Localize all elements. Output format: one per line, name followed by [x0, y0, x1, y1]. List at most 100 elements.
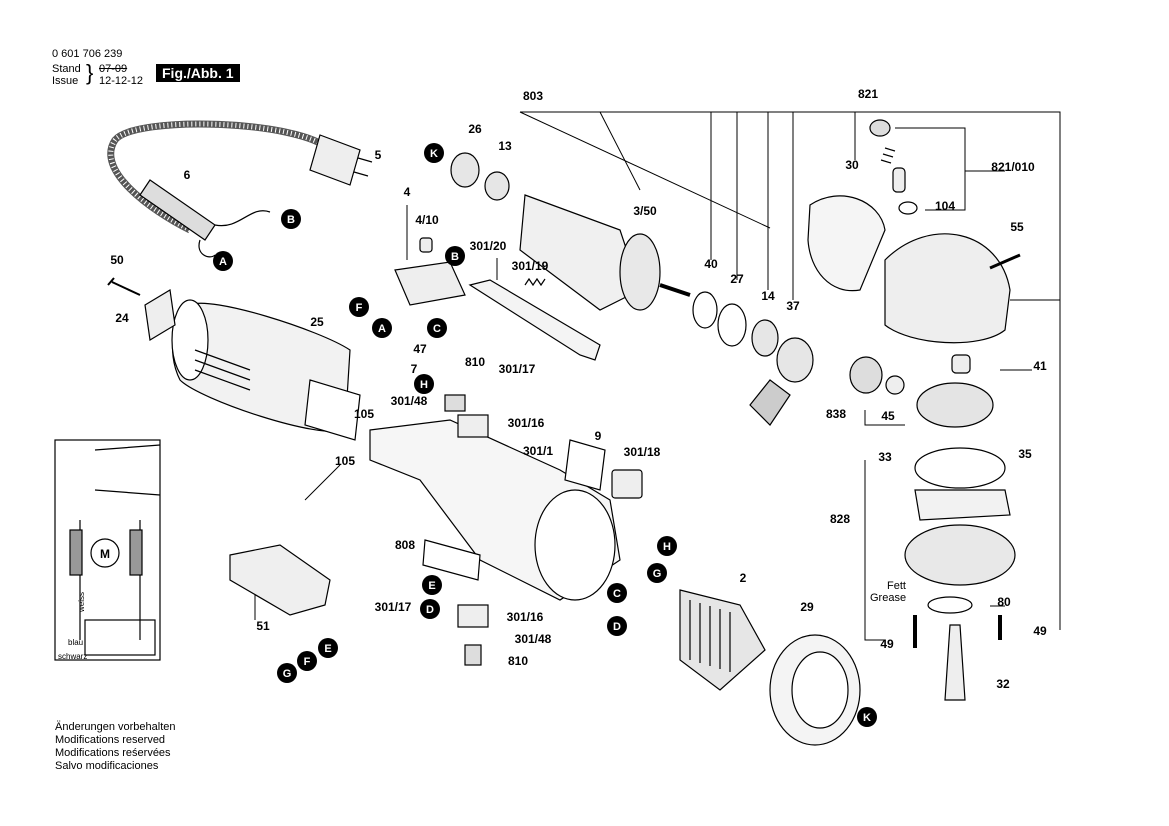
connector-circle — [857, 707, 877, 727]
screw-50 — [107, 277, 141, 296]
stand-label: Stand — [52, 63, 81, 75]
connector-circle — [647, 563, 667, 583]
connector-letter: K — [430, 148, 438, 160]
label-808 — [422, 539, 481, 581]
brush-holder — [749, 379, 791, 426]
brush-810b — [464, 644, 482, 666]
connector-circle — [277, 663, 297, 683]
connector-C1: C — [427, 318, 447, 338]
connector-circle — [213, 251, 233, 271]
connector-circle — [427, 318, 447, 338]
label-105 — [304, 379, 361, 441]
part-label-p37: 37 — [786, 299, 800, 313]
screw-4-10 — [419, 237, 433, 253]
part-label-p30120: 301/20 — [470, 239, 507, 253]
connector-letter: C — [433, 323, 441, 335]
connector-circle — [607, 616, 627, 636]
armature — [519, 194, 641, 311]
connector-E2: E — [318, 638, 338, 658]
bearing-37 — [776, 337, 814, 383]
part-label-p30119: 301/19 — [512, 259, 549, 273]
part-label-p40: 40 — [704, 257, 718, 271]
connector-B1: B — [281, 209, 301, 229]
part-label-p30116a: 301/16 — [508, 416, 545, 430]
connector-letter: B — [451, 251, 459, 263]
part-label-p29: 29 — [800, 600, 814, 614]
part-label-p47: 47 — [413, 342, 427, 356]
part-label-p30148a: 301/48 — [391, 394, 428, 408]
field-coil-2 — [679, 589, 766, 691]
note-line: Änderungen vorbehalten — [55, 721, 176, 733]
connector-B2: B — [445, 246, 465, 266]
connector-circle — [424, 143, 444, 163]
bracket-glyph: } — [86, 60, 94, 85]
connector-circle — [420, 599, 440, 619]
issue-label: Issue — [52, 75, 79, 87]
connector-letter: A — [219, 256, 227, 268]
part-label-p105a: 105 — [354, 407, 374, 421]
connector-E1: E — [422, 575, 442, 595]
part-label-p49b: 49 — [1033, 624, 1047, 638]
connector-C2: C — [607, 583, 627, 603]
note-line: Salvo modificaciones — [55, 760, 159, 772]
notes-block: Änderungen vorbehalten Modifications res… — [55, 721, 175, 773]
part-label-p30117b: 301/17 — [375, 600, 412, 614]
ring-27 — [717, 303, 747, 347]
part-label-p41: 41 — [1033, 359, 1047, 373]
part-label-p49a: 49 — [880, 637, 894, 651]
connector-letter: K — [863, 712, 871, 724]
bevel-gear — [916, 382, 994, 428]
bearing-13 — [484, 171, 510, 201]
cover-30 — [807, 195, 886, 292]
part-label-p33: 33 — [878, 450, 892, 464]
issue-value: 12-12-12 — [99, 75, 144, 87]
motor-symbol: M — [100, 547, 110, 561]
part-label-p810b: 810 — [508, 654, 528, 668]
connector-F2: F — [297, 651, 317, 671]
part-label-p105b: 105 — [335, 454, 355, 468]
connector-circle — [318, 638, 338, 658]
part-label-p5: 5 — [375, 148, 382, 162]
figure-title: Fig./Abb. 1 — [156, 64, 240, 82]
part-label-p45: 45 — [881, 409, 895, 423]
connector-circle — [372, 318, 392, 338]
connector-circle — [607, 583, 627, 603]
connector-letter: F — [356, 302, 363, 314]
connector-letter: F — [304, 656, 311, 668]
part-label-p821010: 821/010 — [991, 160, 1035, 174]
part-label-p30118: 301/18 — [624, 445, 661, 459]
ring-104 — [898, 201, 918, 215]
wire-label-weiss: weiss — [77, 592, 86, 613]
connector-letter: G — [283, 668, 292, 680]
switch-rod — [468, 279, 601, 361]
part-label-p838: 838 — [826, 407, 846, 421]
bearing-26 — [450, 152, 480, 188]
connector-circle — [281, 209, 301, 229]
connector-letter: D — [613, 621, 621, 633]
part-label-p13: 13 — [498, 139, 512, 153]
flange-35 — [914, 489, 1011, 521]
cap-821 — [869, 119, 891, 137]
connector-letter: H — [420, 379, 428, 391]
part-label-p30: 30 — [845, 158, 859, 172]
part-label-p25: 25 — [310, 315, 324, 329]
connector-A1: A — [213, 251, 233, 271]
connector-letter: E — [324, 643, 331, 655]
wire-label-blau: blau — [68, 638, 83, 647]
connector-G2: G — [277, 663, 297, 683]
part-label-p30148b: 301/48 — [515, 632, 552, 646]
part-label-p50: 50 — [110, 253, 124, 267]
part-label-p104: 104 — [935, 199, 955, 213]
connector-K2: K — [857, 707, 877, 727]
spring-301-19 — [524, 277, 546, 287]
part-label-p350: 3/50 — [633, 204, 657, 218]
connector-circle — [657, 536, 677, 556]
connector-circle — [297, 651, 317, 671]
seal-33 — [914, 447, 1006, 489]
gear-housing — [884, 233, 1011, 344]
part-label-p810a: 810 — [465, 355, 485, 369]
connector-F1: F — [349, 297, 369, 317]
bearing-14 — [751, 319, 779, 357]
